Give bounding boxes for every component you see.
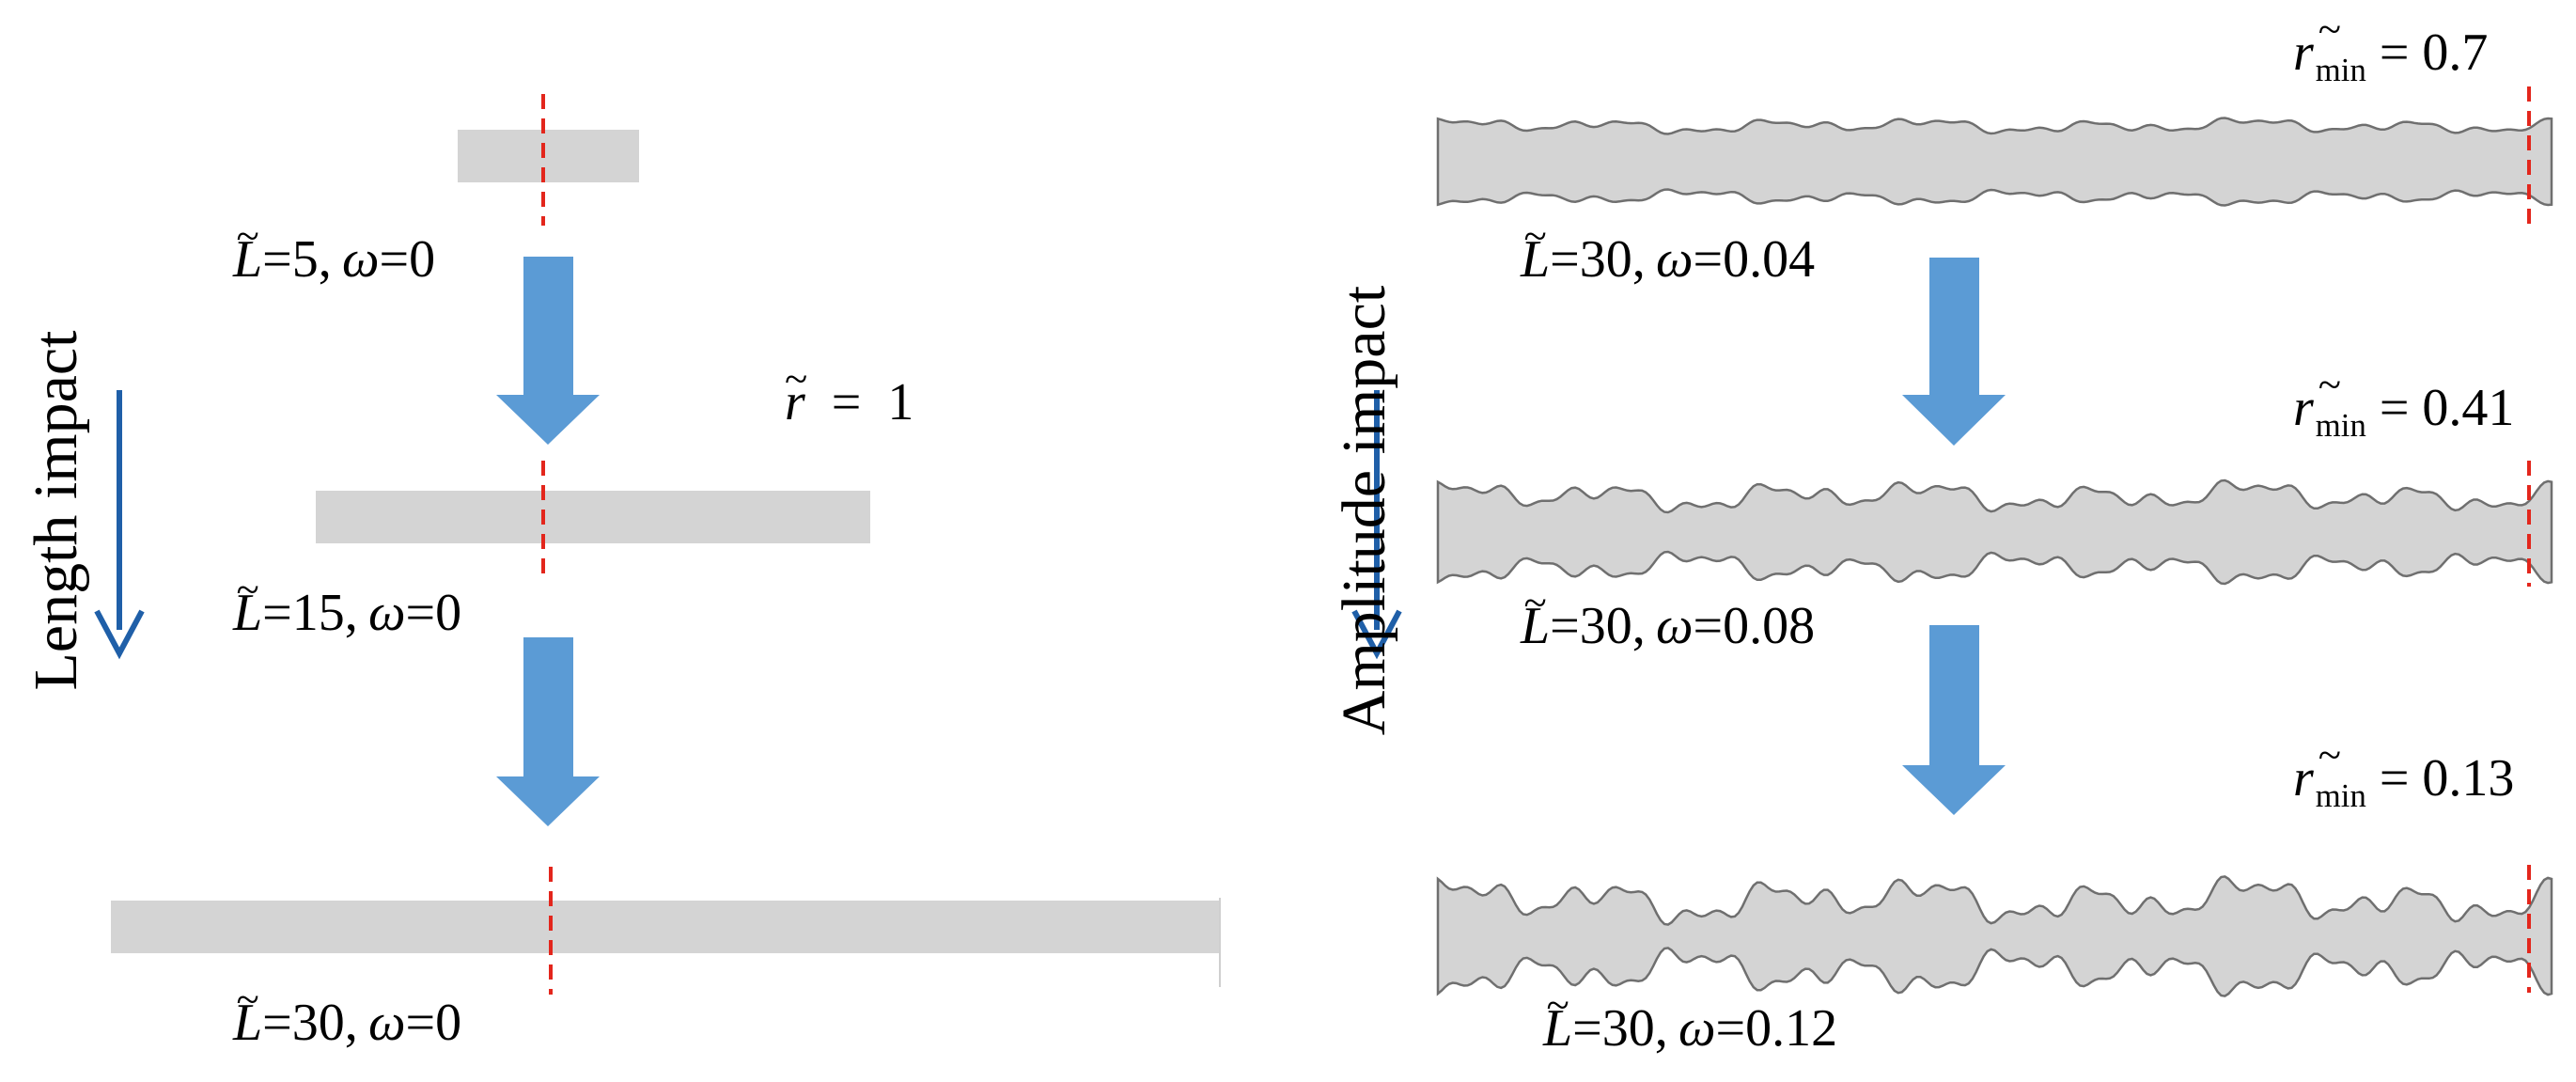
stage-label-L15: ~L=15, ω=0 (233, 566, 462, 642)
wavy-cylinder-1 (1436, 117, 2553, 207)
wavy-cylinder-2 (1436, 478, 2553, 586)
step-arrow-right-2 (1902, 625, 2006, 815)
rmin-label-3: ~rmin = 0.13 (2293, 731, 2515, 815)
wavy-cylinders (1436, 117, 2553, 997)
step-arrow-left-1 (496, 257, 600, 445)
step-arrow-left-2 (496, 637, 600, 826)
wavy-cylinder-3 (1436, 875, 2553, 997)
radius-note: ~r = 1 (785, 355, 914, 431)
cylinder-L30 (111, 901, 1220, 953)
amplitude-impact-label: Amplitude impact (1330, 285, 1398, 736)
amplitude-axis-arrowhead (1351, 609, 1402, 660)
stage-label-omega-012: ~L=30, ω=0.12 (1543, 981, 1838, 1058)
stage-label-L30: ~L=30, ω=0 (233, 976, 462, 1052)
length-impact-label: Length impact (22, 330, 90, 691)
rmin-label-1: ~rmin = 0.7 (2293, 6, 2489, 89)
stage-label-L5: ~L=5, ω=0 (233, 212, 436, 289)
cylinder-L15 (316, 491, 870, 543)
stage-label-omega-008: ~L=30, ω=0.08 (1521, 579, 1816, 655)
rmin-label-2: ~rmin = 0.41 (2293, 361, 2515, 445)
cylinder-L5 (458, 130, 639, 182)
length-axis-arrowhead (94, 609, 145, 660)
step-arrow-right-1 (1902, 258, 2006, 446)
stage-label-omega-004: ~L=30, ω=0.04 (1521, 212, 1816, 289)
